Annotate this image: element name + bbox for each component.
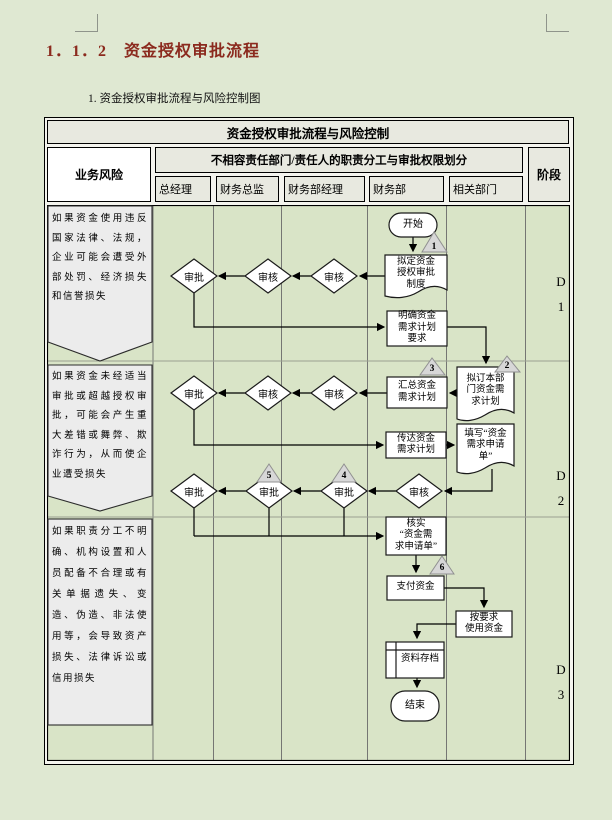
flow-node-approve-r2b-cfo: 审批 <box>259 487 279 499</box>
risk-point-triangles <box>256 231 522 575</box>
stage-label-d2: D 2 <box>546 463 576 513</box>
diamond-r2a-review1-shape <box>309 375 359 411</box>
process-convey-plan-shape <box>385 431 447 459</box>
column-header-stage: 阶段 <box>528 147 570 202</box>
flowchart-geometry <box>47 205 570 761</box>
flow-node-convey-plan: 传达资金 需求计划 <box>396 433 435 456</box>
flow-node-archive: 资料存档 <box>400 654 439 665</box>
document-draft-system-shape <box>384 254 448 299</box>
stage-label-d3: D 3 <box>546 657 576 707</box>
risk-text-1: 如果资金使用违反国家法律、法规，企业可能会遭受外部处罚、经济损失和信誉损失 <box>52 214 148 302</box>
flow-node-review-r2b: 审核 <box>409 487 429 499</box>
flow-node-verify-application: 核实 “资金需 求申请单” <box>394 518 438 552</box>
stage-letter: D <box>556 468 566 483</box>
flow-node-review-r2a-cfo: 审核 <box>258 389 278 401</box>
lane-header-cfo: 财务总监 <box>216 176 279 202</box>
risk-point-label-2: 2 <box>504 361 510 371</box>
risk-shape-1 <box>47 205 153 362</box>
terminator-end-shape <box>390 690 440 722</box>
flow-node-fill-application: 填写“资金 需求申请 单” <box>464 428 507 462</box>
process-verify-application-shape <box>385 516 447 556</box>
risk-text-3: 如果职责分工不明确、机构设置和人员配备不合理或有关单据遗失、变造、伪造、非法使用… <box>52 527 148 684</box>
storage-archive-shape <box>385 641 445 679</box>
diamond-r1-review2-shape <box>243 258 293 294</box>
risk-shapes <box>47 205 153 726</box>
flow-node-end: 结束 <box>405 700 425 712</box>
risk-point-2-shape <box>494 355 522 373</box>
document-dept-plan-shape <box>456 366 515 422</box>
risk-point-1-shape <box>421 231 448 253</box>
section-heading: 1．1．2 资金授权审批流程 <box>46 43 261 60</box>
flow-node-approve-r1: 审批 <box>184 272 204 284</box>
flow-node-review-r2a-manager: 审核 <box>324 389 344 401</box>
risk-text-2: 如果资金未经适当审批或超越授权审批，可能会产生重大差错或舞弊、欺诈行为，从而使企… <box>52 372 148 480</box>
risk-shape-3 <box>47 518 153 726</box>
diamond-r1-review1-shape <box>309 258 359 294</box>
flowchart-canvas: 如果资金使用违反国家法律、法规，企业可能会遭受外部处罚、经济损失和信誉损失 如果… <box>47 205 570 761</box>
stage-number: 2 <box>557 493 565 508</box>
risk-point-label-4: 4 <box>341 471 347 481</box>
flowchart-table: 资金授权审批流程与风险控制 业务风险 不相容责任部门/责任人的职责分工与审批权限… <box>44 117 574 765</box>
diamond-r2b-review-shape <box>394 473 444 509</box>
text-boundary-mark-right <box>546 14 569 32</box>
stage-number: 1 <box>557 299 565 314</box>
stage-letter: D <box>556 662 566 677</box>
risk-point-5-shape <box>256 463 282 483</box>
terminator-start-shape <box>388 212 438 238</box>
flow-node-review-r1-manager: 审核 <box>324 272 344 284</box>
risk-point-6-shape <box>429 555 455 575</box>
risk-point-label-6: 6 <box>439 563 445 573</box>
process-clarify-requirements-shape <box>386 310 448 347</box>
diamond-r2a-approve-shape <box>169 375 219 411</box>
flow-node-approve-r2a: 审批 <box>184 389 204 401</box>
table-title: 资金授权审批流程与风险控制 <box>47 120 569 144</box>
flow-node-review-r1-cfo: 审核 <box>258 272 278 284</box>
stage-label-d1: D 1 <box>546 269 576 319</box>
column-group-header: 不相容责任部门/责任人的职责分工与审批权限划分 <box>155 147 523 173</box>
risk-point-3-shape <box>419 357 447 376</box>
text-boundary-mark-left <box>75 14 98 32</box>
flow-node-approve-r2b-manager: 审批 <box>334 487 354 499</box>
flow-node-summarize-plan: 汇总资金 需求计划 <box>397 381 436 403</box>
risk-point-4-shape <box>331 463 357 483</box>
flow-node-use-funds: 按要求 使用资金 <box>464 612 503 635</box>
flow-node-approve-r2b-gm: 审批 <box>184 487 204 499</box>
diamond-r1-approve-shape <box>169 258 219 294</box>
diamond-r2a-review2-shape <box>243 375 293 411</box>
figure-caption: 1. 资金授权审批流程与风险控制图 <box>88 93 261 105</box>
diamond-r2b-approve3-shape <box>169 473 219 509</box>
flow-node-clarify-requirements: 明确资金 需求计划 要求 <box>397 311 436 345</box>
document-fill-application-shape <box>456 423 515 475</box>
flow-node-pay-funds: 支付资金 <box>396 582 435 593</box>
stage-number: 3 <box>557 687 565 702</box>
risk-point-label-3: 3 <box>429 364 435 374</box>
process-summarize-plan-shape <box>386 376 448 409</box>
flow-node-draft-system: 拟定资金 授权审批 制度 <box>396 256 435 290</box>
process-use-funds-shape <box>455 610 513 638</box>
lane-header-general-manager: 总经理 <box>155 176 211 202</box>
risk-point-label-1: 1 <box>431 242 437 252</box>
lane-header-related-depts: 相关部门 <box>449 176 523 202</box>
risk-point-label-5: 5 <box>266 471 272 481</box>
flow-shapes <box>169 212 515 722</box>
risk-shape-2 <box>47 364 153 512</box>
lane-header-finance-dept: 财务部 <box>369 176 444 202</box>
flow-node-start: 开始 <box>403 219 423 231</box>
column-header-risk: 业务风险 <box>47 147 151 202</box>
flow-node-dept-plan: 拟订本部 门资金需 求计划 <box>466 373 505 407</box>
flow-connectors <box>193 237 493 689</box>
process-pay-funds-shape <box>386 575 445 601</box>
stage-letter: D <box>556 274 566 289</box>
lane-header-finance-dept-manager: 财务部经理 <box>284 176 365 202</box>
